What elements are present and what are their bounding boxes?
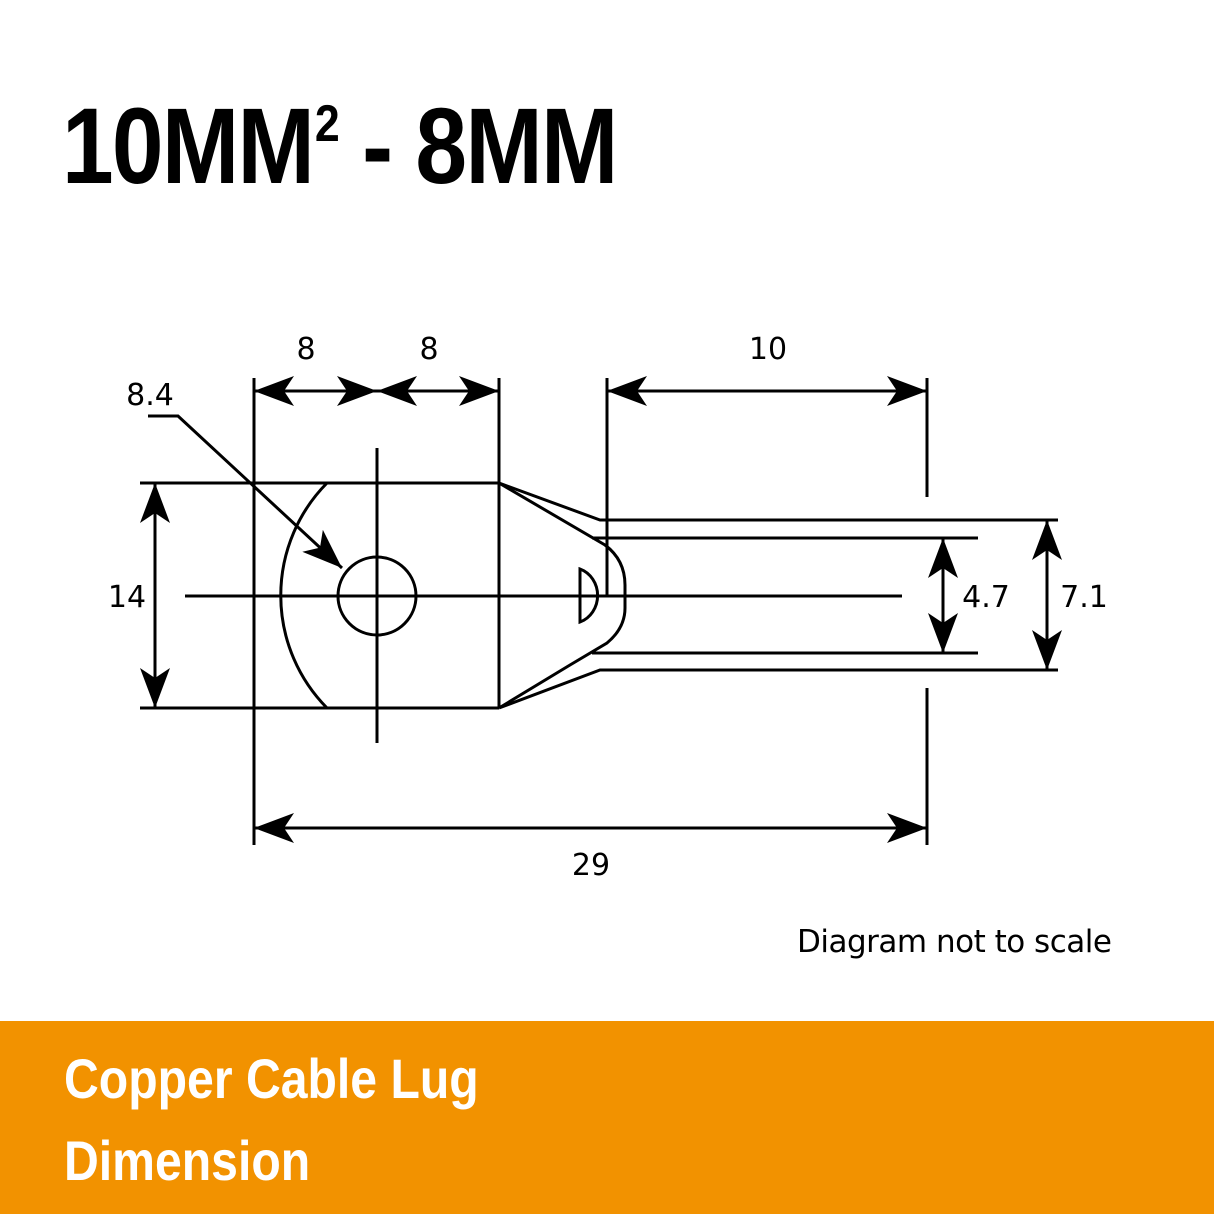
dim-label-center-to-shoulder: 8 (419, 332, 438, 367)
bolt-hole (336, 555, 418, 637)
title-suffix: - 8MM (338, 85, 618, 206)
leader-hole-diameter (148, 414, 344, 570)
taper-outer-bottom (498, 668, 1058, 710)
dim-label-overall-length: 29 (572, 848, 610, 883)
dim-label-barrel-length: 10 (749, 332, 787, 367)
taper-inner (498, 481, 627, 710)
dim-label-outer-diameter: 7.1 (1060, 580, 1108, 615)
dim-label-palm-width: 14 (108, 580, 146, 615)
dim-label-left-to-center: 8 (296, 332, 315, 367)
page-title: 10MM2 - 8MM (62, 92, 618, 220)
title-superscript: 2 (314, 95, 340, 153)
banner-line-1: Copper Cable Lug (64, 1047, 479, 1110)
title-main: 10MM (62, 85, 315, 206)
taper-outer (498, 481, 1058, 522)
scale-note: Diagram not to scale (797, 924, 1112, 960)
footer-banner: Copper Cable Lug Dimension (0, 1021, 1214, 1214)
banner-line-2: Dimension (64, 1129, 311, 1192)
dim-label-hole-diameter: 8.4 (126, 378, 174, 413)
dim-label-inner-diameter: 4.7 (962, 580, 1010, 615)
palm-round-end (279, 481, 329, 710)
inspection-hole (578, 566, 600, 625)
